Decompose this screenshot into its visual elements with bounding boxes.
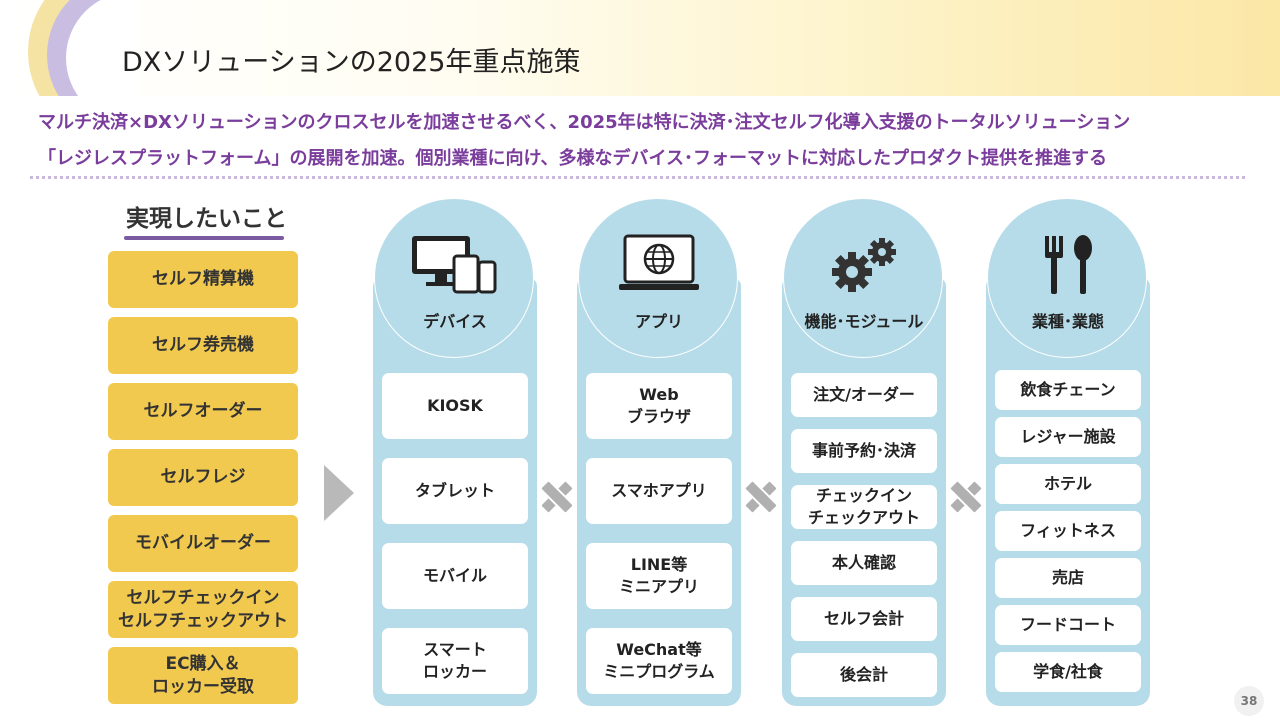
industry-card: 売店 — [995, 558, 1141, 598]
column-modules: 機能･モジュール 注文/オーダー 事前予約･決済 チェックイン チェックアウト … — [782, 198, 946, 706]
goals-list: セルフ精算機 セルフ券売機 セルフオーダー セルフレジ モバイルオーダー セルフ… — [108, 251, 298, 713]
cross-icon — [948, 479, 984, 515]
arrow-right-icon — [324, 465, 354, 521]
module-card: セルフ会計 — [791, 597, 937, 641]
column-industries: 業種･業態 飲食チェーン レジャー施設 ホテル フィットネス 売店 フードコート… — [986, 198, 1150, 706]
goals-heading-underline — [124, 236, 284, 240]
lead-text-line-2: 「レジレスプラットフォーム」の展開を加速。個別業種に向け、多様なデバイス･フォー… — [38, 148, 1108, 169]
device-card: モバイル — [382, 543, 528, 609]
app-card: WeChat等 ミニプログラム — [586, 628, 732, 694]
header-band: DXソリューションの2025年重点施策 — [0, 0, 1280, 96]
industry-card: レジャー施設 — [995, 417, 1141, 457]
industry-card: 飲食チェーン — [995, 370, 1141, 410]
device-card: KIOSK — [382, 373, 528, 439]
devices-icon — [412, 236, 497, 294]
column-label: アプリ — [634, 312, 683, 331]
industry-card: ホテル — [995, 464, 1141, 504]
goal-item: セルフチェックイン セルフチェックアウト — [108, 581, 298, 638]
column-label: 機能･モジュール — [804, 312, 924, 331]
goal-item: モバイルオーダー — [108, 515, 298, 572]
dotted-divider — [30, 176, 1245, 179]
cross-icon — [743, 479, 779, 515]
goals-heading: 実現したいこと — [126, 206, 287, 232]
column-label: 業種･業態 — [1031, 312, 1104, 331]
goal-item: セルフレジ — [108, 449, 298, 506]
industry-card: 学食/社食 — [995, 652, 1141, 692]
cross-icon — [539, 479, 575, 515]
column-header-circle — [987, 198, 1147, 358]
goal-item: EC購入＆ ロッカー受取 — [108, 647, 298, 704]
column-label: デバイス — [423, 312, 487, 331]
module-card: 後会計 — [791, 653, 937, 697]
app-card: LINE等 ミニアプリ — [586, 543, 732, 609]
page-title: DXソリューションの2025年重点施策 — [122, 47, 581, 78]
industry-card: フードコート — [995, 605, 1141, 645]
app-card: スマホアプリ — [586, 458, 732, 524]
goal-item: セルフ精算機 — [108, 251, 298, 308]
device-card: スマート ロッカー — [382, 628, 528, 694]
industry-card: フィットネス — [995, 511, 1141, 551]
module-card: 事前予約･決済 — [791, 429, 937, 473]
decorative-arc-icon — [28, 0, 140, 96]
page-number: 38 — [1234, 686, 1264, 716]
fork-spoon-icon — [1045, 235, 1092, 294]
device-card: タブレット — [382, 458, 528, 524]
module-card: チェックイン チェックアウト — [791, 485, 937, 529]
module-card: 注文/オーダー — [791, 373, 937, 417]
web-browser-icon — [619, 234, 699, 290]
app-card: Web ブラウザ — [586, 373, 732, 439]
column-apps: アプリ Web ブラウザ スマホアプリ LINE等 ミニアプリ WeChat等 … — [577, 198, 741, 706]
goal-item: セルフオーダー — [108, 383, 298, 440]
goal-item: セルフ券売機 — [108, 317, 298, 374]
module-card: 本人確認 — [791, 541, 937, 585]
lead-text-line-1: マルチ決済×DXソリューションのクロスセルを加速させるべく、2025年は特に決済… — [38, 112, 1131, 133]
column-devices: デバイス KIOSK タブレット モバイル スマート ロッカー — [373, 198, 537, 706]
gears-icon — [832, 238, 896, 292]
